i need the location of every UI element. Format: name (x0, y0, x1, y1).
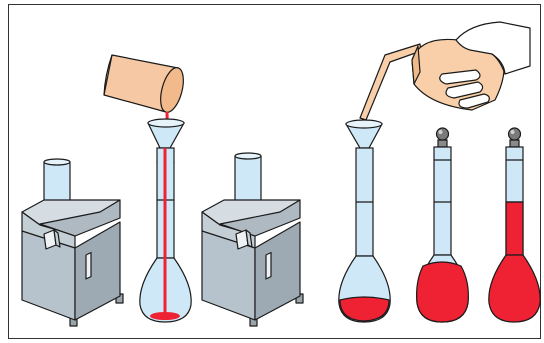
heater-device-icon (201, 152, 304, 327)
volumetric-flask-icon (139, 118, 192, 323)
heater-device-icon (21, 158, 124, 327)
stopper-icon (437, 139, 448, 148)
stopper-icon (509, 139, 520, 148)
hand-icon (439, 21, 531, 109)
volumetric-flask-icon (338, 119, 391, 323)
volumetric-flask-icon (488, 127, 541, 323)
beaker-icon (103, 54, 184, 113)
volumetric-flask-icon (416, 127, 469, 323)
